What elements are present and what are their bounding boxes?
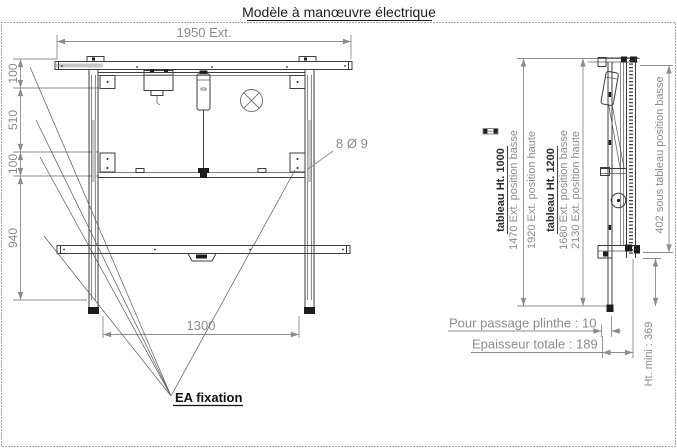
side-unit [588,56,640,312]
dim-1950: 1950 Ext. [56,25,352,59]
label-402-sous-tableau: 402 sous tableau position basse [654,76,666,233]
dim-402: 402 sous tableau position basse [640,65,673,253]
holes-label: 8 Ø 9 [336,136,368,151]
dim-height-lines [517,58,640,307]
drawing-border [1,22,676,447]
top-rail-bracket-left [86,56,105,62]
crossed-circle-symbol [240,89,263,112]
label-tableau-1000: tableau Ht. 1000 [495,148,507,232]
label-1920-haute: 1920 Ext. position haute [526,131,538,249]
side-post-foot [606,304,614,312]
fixation-plate-bottom-right [289,152,306,173]
plinth-note: Pour passage plinthe : 10 [448,316,621,337]
title-block: Modèle à manœuvre électrique [242,4,436,21]
dim-100-bottom-label: 100 [6,154,20,174]
left-post-foot [88,307,99,314]
fixation-plate-top-left [99,75,116,89]
dim-ht-mini: Ht. mini : 369 [643,258,661,387]
side-pulley [610,192,627,209]
page-title: Modèle à manœuvre électrique [242,4,436,20]
actuator [196,70,211,178]
fixation-callout: EA fixation [29,66,296,407]
dim-940-label: 940 [6,228,20,248]
shelf-center-bracket [187,253,217,262]
motor-box [143,69,174,106]
side-actuator [600,71,625,171]
thickness-note: Epaisseur totale : 189 [471,259,634,358]
dim-1950-label: 1950 Ext. [177,25,232,40]
shelf-rail [56,245,351,262]
top-rail-bracket-right [298,56,317,62]
dim-510-label: 510 [6,110,20,130]
dim-100-top-label: 100 [6,63,20,83]
top-rail [54,56,353,70]
side-board-edge [626,58,636,258]
right-post [304,69,315,314]
label-epaisseur: Epaisseur totale : 189 [472,337,598,352]
fixation-label: EA fixation [175,390,242,405]
wall-bracket-icon [482,128,499,135]
label-1680-basse: 1680 Ext. position basse [558,130,570,250]
height-labels: tableau Ht. 1000 1470 Ext. position bass… [495,130,582,250]
dim-chain-left: 100 510 100 940 [6,58,99,301]
side-mid-bracket [600,167,627,176]
side-top-bracket [597,56,638,67]
label-tableau-1200: tableau Ht. 1200 [545,148,557,232]
label-1470-basse: 1470 Ext. position basse [508,130,520,250]
actuator-foot [198,168,209,173]
side-view: tableau Ht. 1000 1470 Ext. position bass… [448,56,673,387]
label-plinthe: Pour passage plinthe : 10 [449,316,596,331]
label-ht-mini: Ht. mini : 369 [643,322,655,387]
side-wall-post [606,62,614,312]
dim-1300-label: 1300 [187,318,216,333]
dim-1300: 1300 [102,316,300,338]
fixation-plate-bottom-left [99,152,116,173]
right-post-foot [304,307,315,314]
side-bottom-bracket [597,244,640,259]
holes-callout: 8 Ø 9 [307,136,368,170]
fixation-plate-top-right [289,75,306,89]
label-2130-haute: 2130 Ext. position haute [570,131,582,249]
front-view: 1950 Ext. 100 510 100 940 [6,25,368,407]
left-post [88,69,99,314]
